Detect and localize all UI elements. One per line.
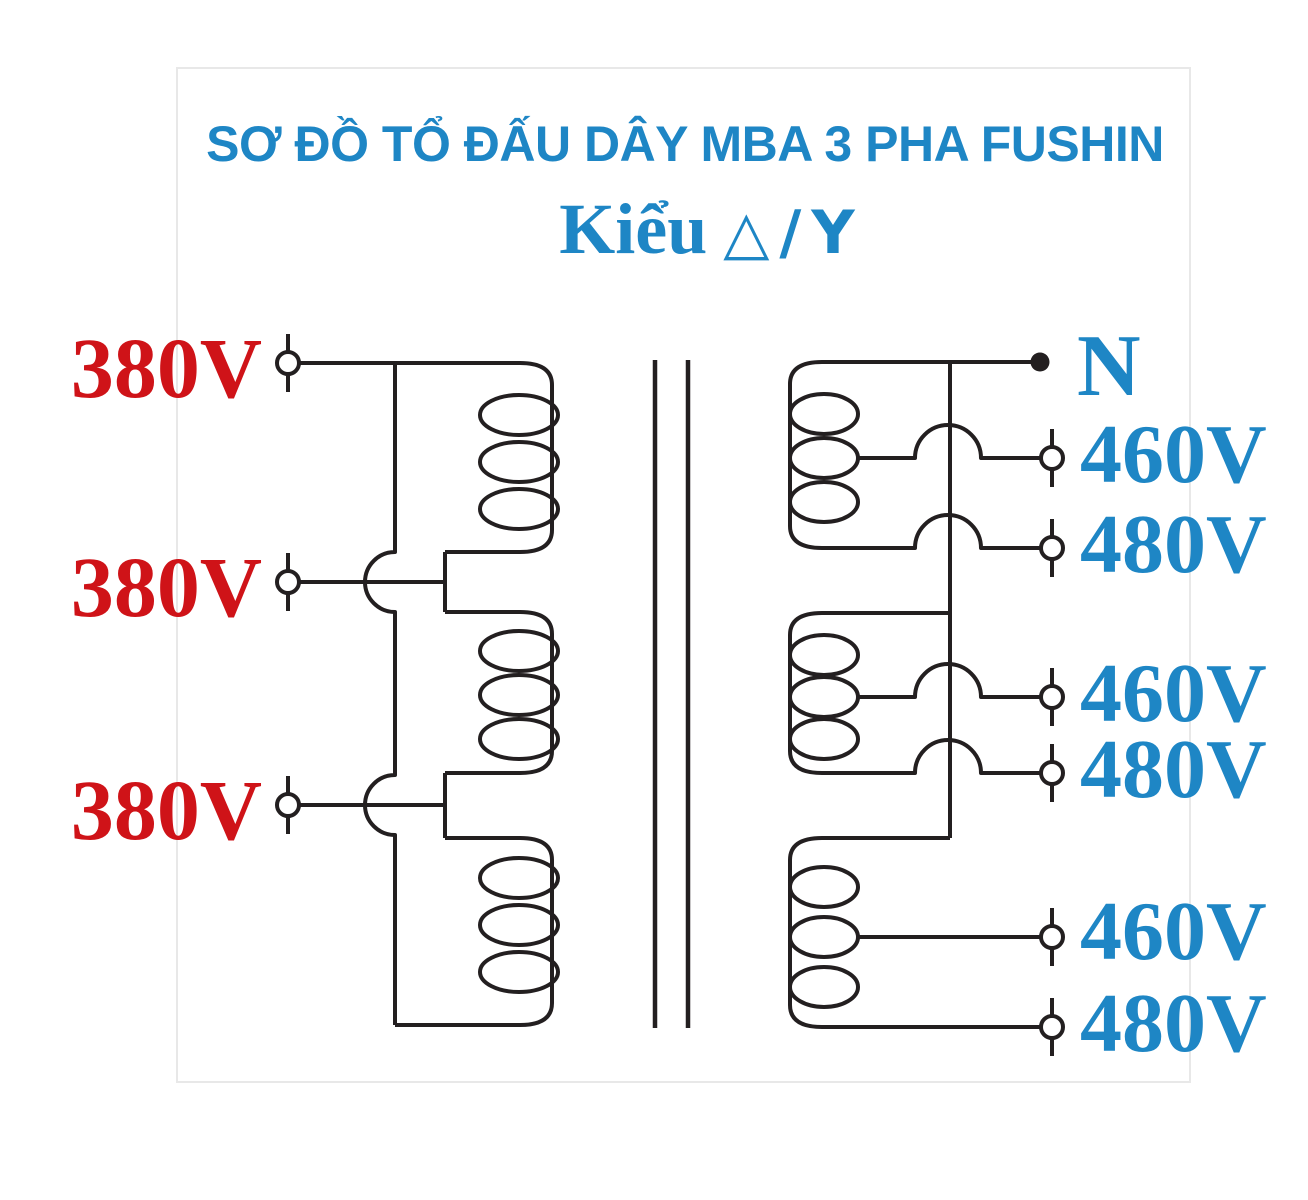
primary-coil-3-loop (478, 903, 560, 947)
primary-coil-1-loop (478, 487, 560, 531)
terminal-circles (275, 350, 1065, 1040)
neutral-node-dot (1030, 352, 1050, 372)
primary-voltage-label-1: 380V (71, 320, 262, 416)
secondary-coil-2-outline (788, 611, 1041, 775)
secondary-voltage-label-460-3: 460V (1080, 885, 1267, 978)
primary-coil-2-loop (478, 673, 560, 717)
secondary-coil-3-loop (788, 865, 860, 909)
secondary-coil-1-tap-460 (858, 423, 1041, 460)
primary-coil-2-loop (478, 717, 560, 761)
secondary-terminal-icon-480-1 (1039, 535, 1065, 561)
diagram-subtitle: Kiểu△/Y (559, 189, 865, 269)
primary-terminal-icon-1 (275, 350, 301, 376)
subtitle-delta-wye-symbols: △/Y (723, 198, 865, 268)
primary-coil-2-outline (445, 610, 554, 775)
secondary-voltage-label-480-2: 480V (1080, 723, 1267, 816)
secondary-coil-1-loop (788, 436, 860, 480)
page-frame-border (176, 67, 1191, 1083)
primary-coil-1-outline (299, 361, 554, 554)
secondary-terminal-icon-480-3 (1039, 1014, 1065, 1040)
secondary-terminal-icon-460-2 (1039, 684, 1065, 710)
secondary-coil-3-loop (788, 965, 860, 1009)
primary-terminal-icon-2 (275, 569, 301, 595)
secondary-coil-2-loop (788, 675, 860, 719)
neutral-label: N (1077, 318, 1141, 415)
primary-coil-2-loop (478, 629, 560, 673)
secondary-winding-group (788, 360, 1054, 1056)
secondary-coil-2-tap-460 (858, 662, 1041, 699)
secondary-coil-3-loop (788, 915, 860, 959)
secondary-coil-1-loop (788, 480, 860, 524)
secondary-voltage-label-480-3: 480V (1080, 977, 1267, 1070)
secondary-coil-2-loop (788, 717, 860, 761)
secondary-terminal-icon-460-1 (1039, 445, 1065, 471)
secondary-terminal-icon-460-3 (1039, 924, 1065, 950)
secondary-coil-1-outline (788, 360, 1041, 550)
primary-voltage-label-2: 380V (71, 539, 262, 635)
primary-coil-1-loop (478, 440, 560, 484)
primary-voltage-label-3: 380V (71, 762, 262, 858)
secondary-coil-2-loop (788, 633, 860, 677)
secondary-voltage-label-460-1: 460V (1080, 408, 1267, 501)
primary-winding-group (286, 334, 560, 1027)
primary-coil-3-loop (478, 950, 560, 994)
secondary-terminal-icon-480-2 (1039, 760, 1065, 786)
secondary-coil-1-loop (788, 392, 860, 436)
primary-coil-3-outline (395, 836, 554, 1027)
transformer-core (652, 360, 691, 1028)
diagram-title: SƠ ĐỒ TỔ ĐẤU DÂY MBA 3 PHA FUSHIN (206, 115, 1164, 172)
subtitle-word: Kiểu (559, 189, 707, 269)
secondary-voltage-label-460-2: 460V (1080, 647, 1267, 740)
primary-delta-bus (363, 363, 397, 1025)
secondary-voltage-label-480-1: 480V (1080, 498, 1267, 591)
primary-terminal-icon-3 (275, 792, 301, 818)
primary-coil-3-loop (478, 856, 560, 900)
primary-coil-1-loop (478, 393, 560, 437)
